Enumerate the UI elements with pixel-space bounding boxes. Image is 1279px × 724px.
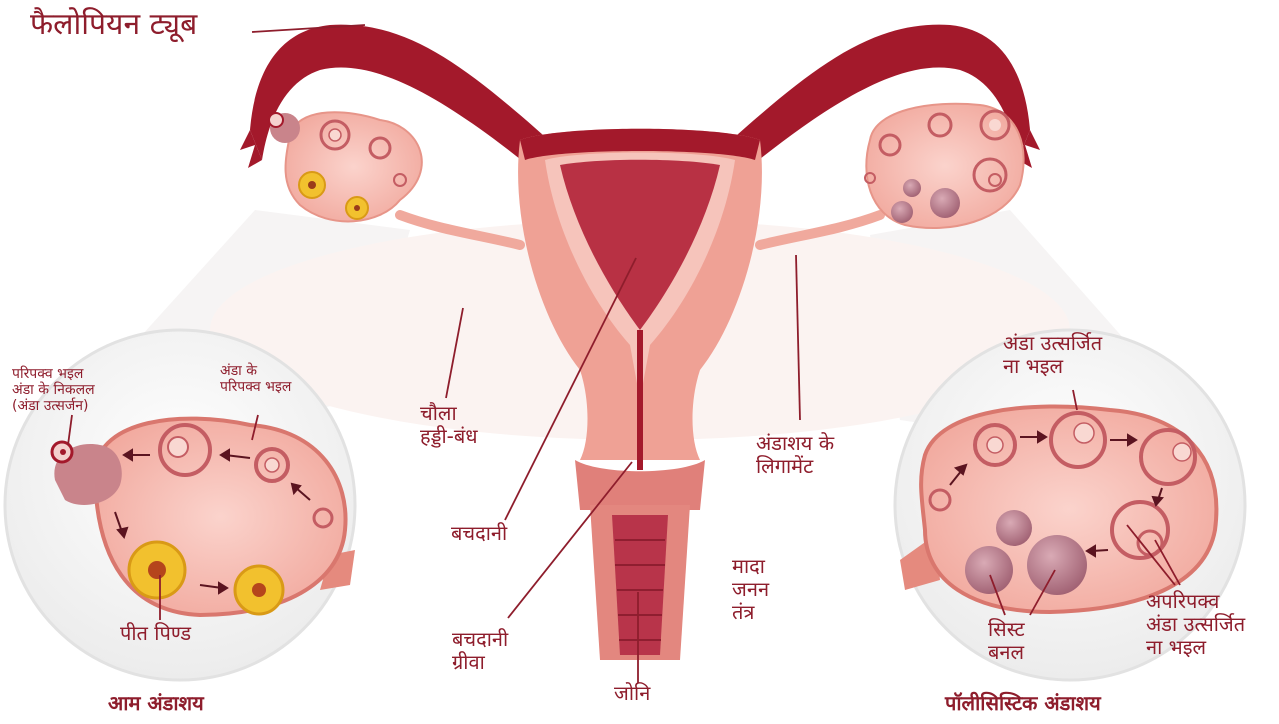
- label-egg-not-released: अंडा उत्सर्जित ना भइल: [1003, 332, 1102, 378]
- label-female-reproductive-system: मादा जनन तंत्र: [732, 555, 769, 624]
- label-ovarian-ligament: अंडाशय के लिगामेंट: [756, 432, 834, 478]
- label-egg-matured: अंडा के परिपक्व भइल: [220, 363, 291, 395]
- label-immature-egg-not-released: अपरिपक्व अंडा उत्सर्जित ना भइल: [1146, 590, 1245, 659]
- ovary-top-left: [269, 112, 422, 221]
- label-fallopian-tube: फैलोपियन ट्यूब: [30, 8, 197, 43]
- label-cysts-formed: सिस्ट बनल: [988, 618, 1025, 664]
- label-corpus-luteum: पीत पिण्ड: [120, 622, 191, 645]
- label-mature-egg-released: परिपक्व भइल अंडा के निकलल (अंडा उत्सर्जन…: [12, 366, 95, 414]
- label-uterus: बचदानी: [451, 522, 507, 545]
- label-normal-ovary: आम अंडाशय: [108, 692, 204, 715]
- label-polycystic-ovary: पॉलीसिस्टिक अंडाशय: [945, 692, 1101, 715]
- label-vagina: जोनि: [614, 682, 650, 705]
- label-broad-ligament: चौला हड्डी-बंध: [420, 402, 478, 448]
- polycystic-ovary-magnified: [900, 406, 1216, 612]
- ovary-top-right: [865, 104, 1024, 228]
- label-cervix: बचदानी ग्रीवा: [452, 628, 508, 674]
- vagina-inner: [612, 515, 668, 655]
